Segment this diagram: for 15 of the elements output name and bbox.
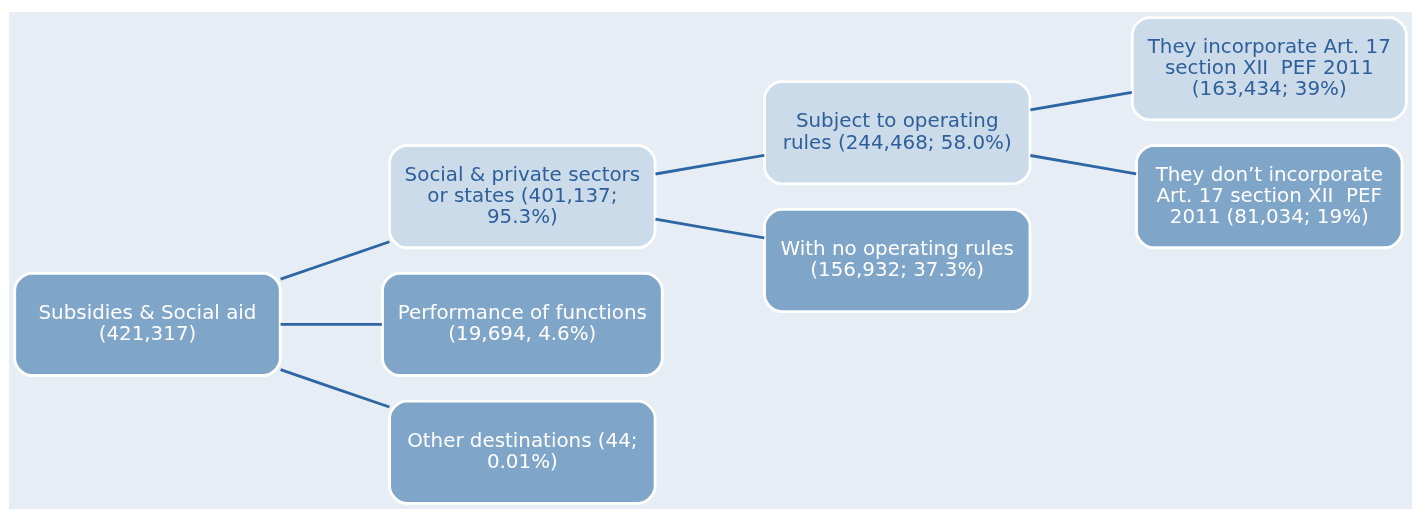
node-box: With no operating rules (156,932; 37.3%): [763, 207, 1032, 314]
node-box: Subject to operating rules (244,468; 58.0%): [763, 80, 1032, 186]
connector: [1030, 90, 1133, 112]
node-box: Subsidies & Social aid (421,317): [13, 271, 282, 377]
connector: [655, 217, 765, 240]
connector: [280, 240, 390, 281]
connector: [280, 368, 390, 409]
node-box: Social & private sectors or states (401,137; 95.3%): [388, 144, 657, 250]
node-box: They incorporate Art. 17 section XII PEF 2011 (163,434; 39%): [1130, 16, 1408, 122]
node-box: Other destinations (44; 0.01%): [388, 399, 657, 505]
connector: [655, 153, 765, 176]
node-box: They don’t incorporate Art. 17 section XII PEF 2011 (81,034; 19%): [1135, 144, 1404, 250]
node-box: Performance of functions (19,694, 4.6%): [381, 271, 664, 377]
connector: [1030, 154, 1137, 176]
connector: [280, 322, 382, 326]
